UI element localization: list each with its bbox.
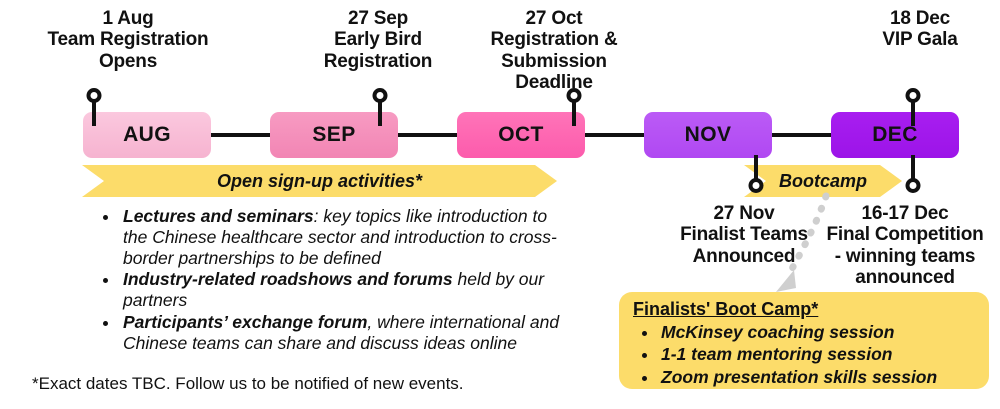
month-chip-nov[interactable]: NOV xyxy=(644,112,772,158)
pin-stem xyxy=(91,100,96,126)
list-item: 1-1 team mentoring session xyxy=(659,343,979,365)
month-chip-aug[interactable]: AUG xyxy=(83,112,211,158)
pin-16-17-dec xyxy=(901,155,924,197)
activity-rest-2: , where international and Chinese teams … xyxy=(123,312,560,353)
pin-knob xyxy=(905,178,920,193)
list-item: McKinsey coaching session xyxy=(659,321,979,343)
activity-rest-1: held by our partners xyxy=(123,269,545,311)
milestone-label-vip-gala: 18 Dec VIP Gala xyxy=(882,8,958,51)
pin-1-aug xyxy=(82,88,105,128)
connector-oct-nov xyxy=(585,133,644,137)
milestone-label-team-registration-opens: 1 Aug Team Registration Opens xyxy=(47,8,209,72)
pin-knob xyxy=(566,88,581,103)
pin-knob xyxy=(86,88,101,103)
pin-stem xyxy=(753,155,758,181)
footnote: *Exact dates TBC. Follow us to be notifi… xyxy=(32,374,464,393)
milestone-label-registration-submission-deadline: 27 Oct Registration & Submission Deadlin… xyxy=(490,8,618,93)
list-item: Lectures and seminars: key topics like i… xyxy=(120,206,568,268)
month-chip-oct[interactable]: OCT xyxy=(457,112,585,158)
list-item: Zoom presentation skills session xyxy=(659,366,979,388)
ribbon-bootcamp: Bootcamp xyxy=(744,165,902,197)
pin-stem xyxy=(910,155,915,181)
open-signup-activities-list: Lectures and seminars: key topics like i… xyxy=(98,206,568,355)
activity-rest-0: : key topics like introduction to the Ch… xyxy=(123,206,557,268)
connector-nov-dec xyxy=(772,133,831,137)
activity-lead-1: Industry-related roadshows and forums xyxy=(123,269,453,290)
list-item: Participants’ exchange forum, where inte… xyxy=(120,312,568,354)
pin-27-nov xyxy=(744,155,767,197)
pin-18-dec xyxy=(901,88,924,128)
pin-27-sep xyxy=(368,88,391,128)
pin-stem xyxy=(910,100,915,126)
finalists-boot-camp-callout: Finalists' Boot Camp* McKinsey coaching … xyxy=(619,292,989,389)
pin-knob xyxy=(372,88,387,103)
month-chip-dec[interactable]: DEC xyxy=(831,112,959,158)
pin-knob xyxy=(748,178,763,193)
list-item: Industry-related roadshows and forums he… xyxy=(120,269,568,311)
pin-stem xyxy=(377,100,382,126)
ribbon-open-signup: Open sign-up activities* xyxy=(82,165,557,197)
milestone-label-final-competition: 16-17 Dec Final Competition - winning te… xyxy=(826,203,984,289)
callout-title: Finalists' Boot Camp* xyxy=(633,299,819,319)
pin-stem xyxy=(571,100,576,126)
activity-lead-0: Lectures and seminars xyxy=(123,206,314,226)
pin-knob xyxy=(905,88,920,103)
milestone-label-early-bird-registration: 27 Sep Early Bird Registration xyxy=(323,8,433,72)
activity-lead-2: Participants’ exchange forum xyxy=(123,312,368,333)
connector-aug-sep xyxy=(211,133,270,137)
milestone-label-finalist-teams-announced: 27 Nov Finalist Teams Announced xyxy=(680,203,808,267)
month-chip-sep[interactable]: SEP xyxy=(270,112,398,158)
connector-sep-oct xyxy=(398,133,457,137)
dotted-arrow-to-bootcamp-box xyxy=(776,192,830,292)
pin-27-oct xyxy=(562,88,585,128)
